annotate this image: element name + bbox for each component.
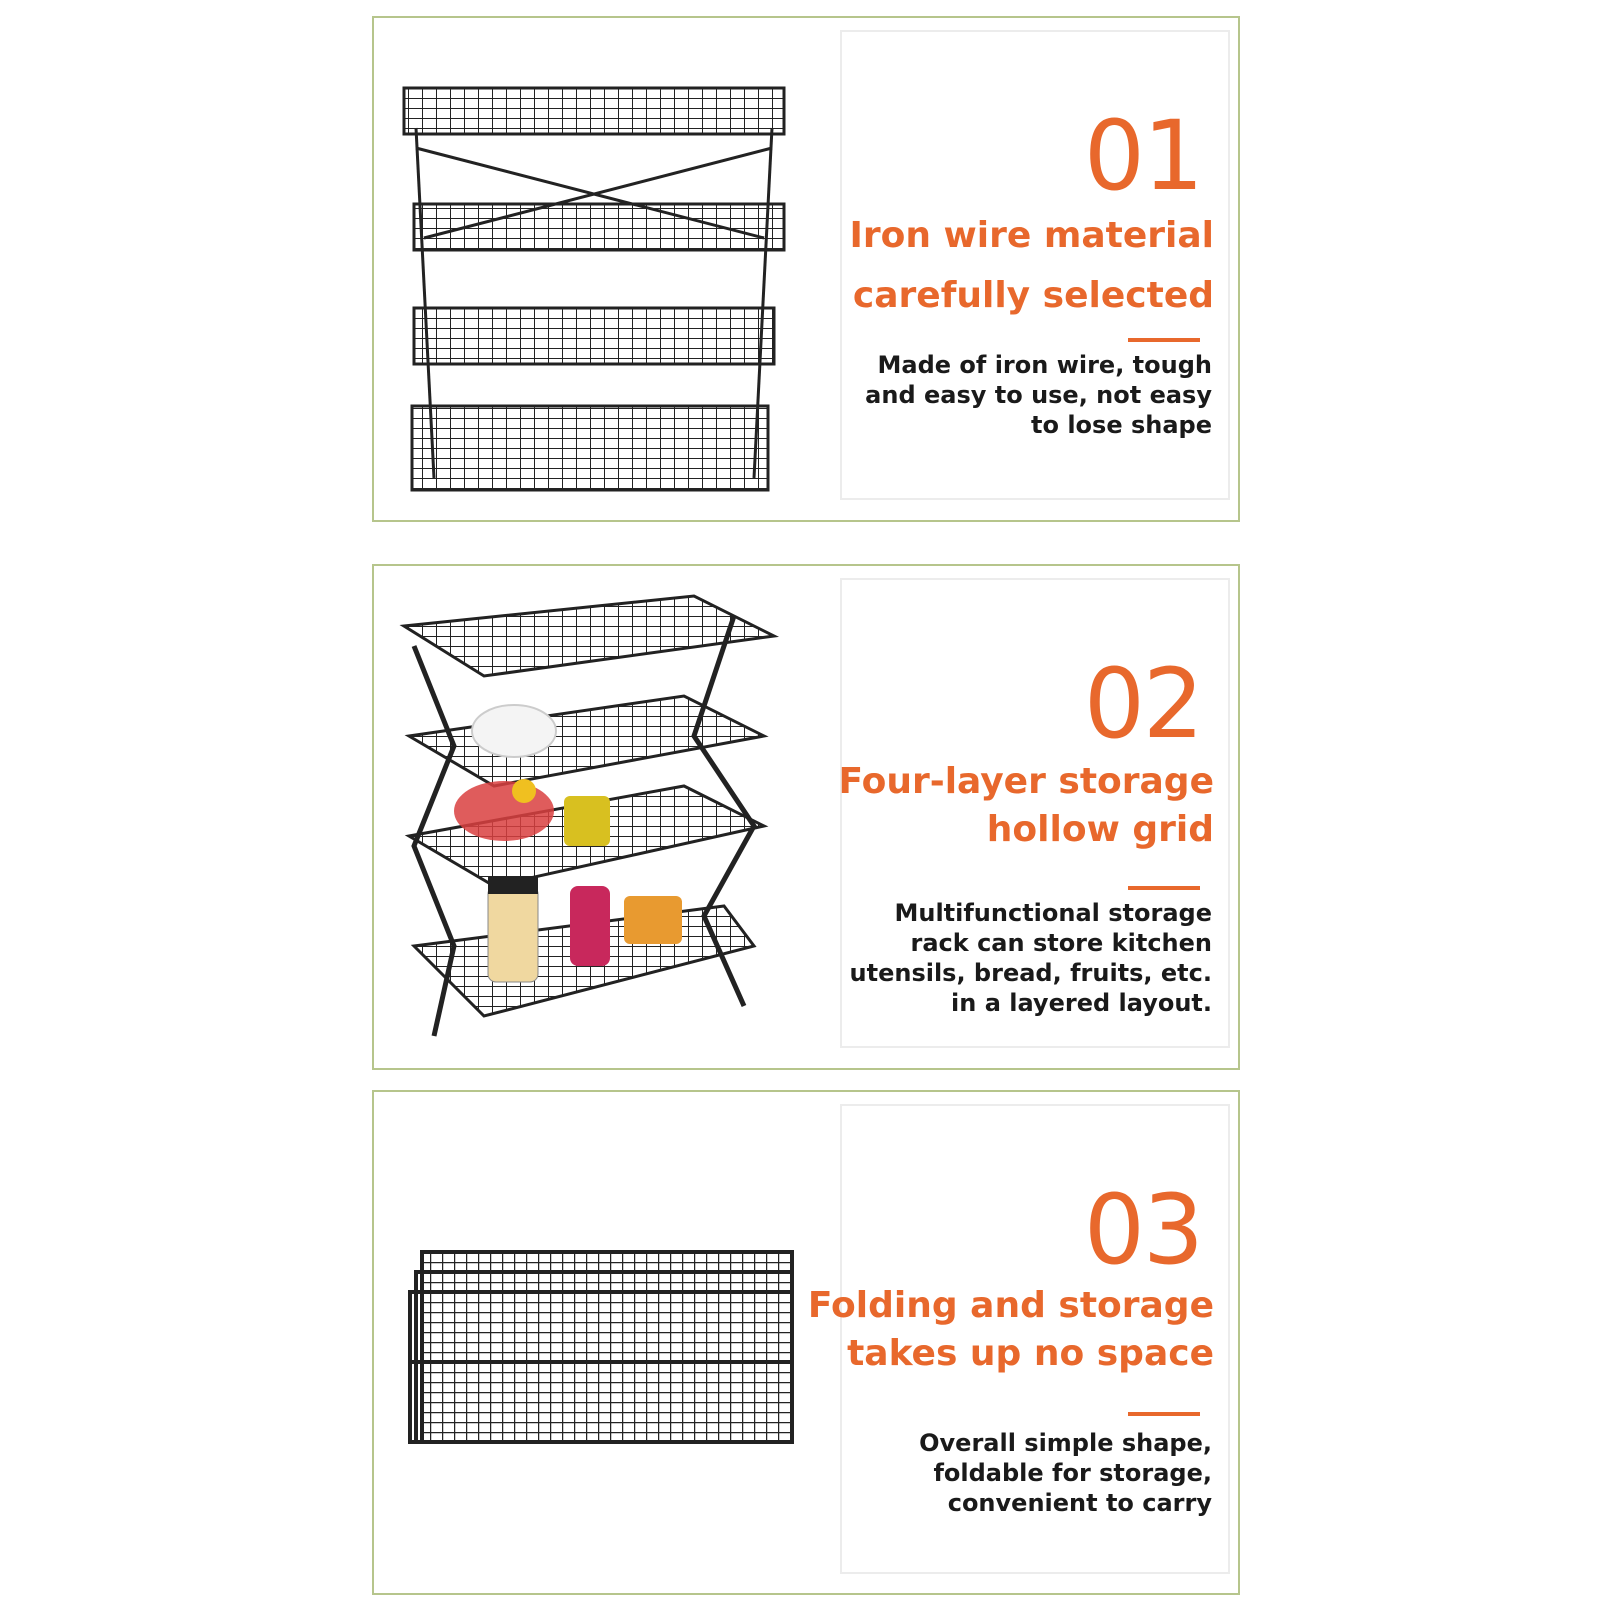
rack-with-items-illustration xyxy=(399,594,780,1037)
accent-divider xyxy=(1128,886,1200,890)
folded-rack-illustration xyxy=(408,1250,794,1444)
rack-front-view-illustration xyxy=(402,86,786,492)
feature-card-1: 01 Iron wire material carefully selected… xyxy=(840,30,1230,500)
feature-desc-line: Multifunctional storage xyxy=(894,899,1212,927)
feature-desc-line: in a layered layout. xyxy=(951,989,1212,1017)
feature-description: Made of iron wire, tough and easy to use… xyxy=(865,350,1212,440)
feature-title: Four-layer storage hollow grid xyxy=(839,758,1215,854)
feature-desc-line: utensils, bread, fruits, etc. xyxy=(849,959,1212,987)
feature-panel-3: 03 Folding and storage takes up no space… xyxy=(372,1090,1240,1595)
accent-divider xyxy=(1128,1412,1200,1416)
feature-description: Overall simple shape, foldable for stora… xyxy=(919,1428,1212,1518)
rack-front-view-image xyxy=(394,38,794,498)
feature-desc-line: Overall simple shape, xyxy=(919,1429,1212,1457)
feature-number: 02 xyxy=(1083,648,1204,760)
feature-number: 03 xyxy=(1083,1174,1204,1286)
feature-title-line: takes up no space xyxy=(847,1333,1214,1374)
rack-with-items-image xyxy=(394,586,794,1046)
feature-title: Folding and storage takes up no space xyxy=(808,1282,1214,1378)
feature-number: 01 xyxy=(1083,100,1204,212)
feature-title-line: Four-layer storage xyxy=(838,761,1215,802)
feature-card-2: 02 Four-layer storage hollow grid Multif… xyxy=(839,578,1230,1048)
feature-desc-line: Made of iron wire, tough xyxy=(877,351,1212,379)
accent-divider xyxy=(1128,338,1200,342)
feature-desc-line: rack can store kitchen xyxy=(910,929,1213,957)
feature-title: Iron wire material carefully selected xyxy=(850,206,1215,326)
feature-panel-1: 01 Iron wire material carefully selected… xyxy=(372,16,1240,522)
feature-card-3: 03 Folding and storage takes up no space… xyxy=(808,1104,1230,1574)
feature-title-line: Iron wire material xyxy=(849,215,1215,256)
folded-rack-image xyxy=(394,1112,794,1572)
feature-desc-line: to lose shape xyxy=(1031,411,1212,439)
feature-panel-2: 02 Four-layer storage hollow grid Multif… xyxy=(372,564,1240,1070)
feature-desc-line: convenient to carry xyxy=(947,1489,1212,1517)
feature-title-line: carefully selected xyxy=(852,275,1214,316)
feature-desc-line: and easy to use, not easy xyxy=(865,381,1212,409)
feature-title-line: hollow grid xyxy=(986,809,1214,850)
feature-title-line: Folding and storage xyxy=(807,1285,1214,1326)
feature-description: Multifunctional storage rack can store k… xyxy=(850,898,1212,1018)
feature-desc-line: foldable for storage, xyxy=(933,1459,1212,1487)
